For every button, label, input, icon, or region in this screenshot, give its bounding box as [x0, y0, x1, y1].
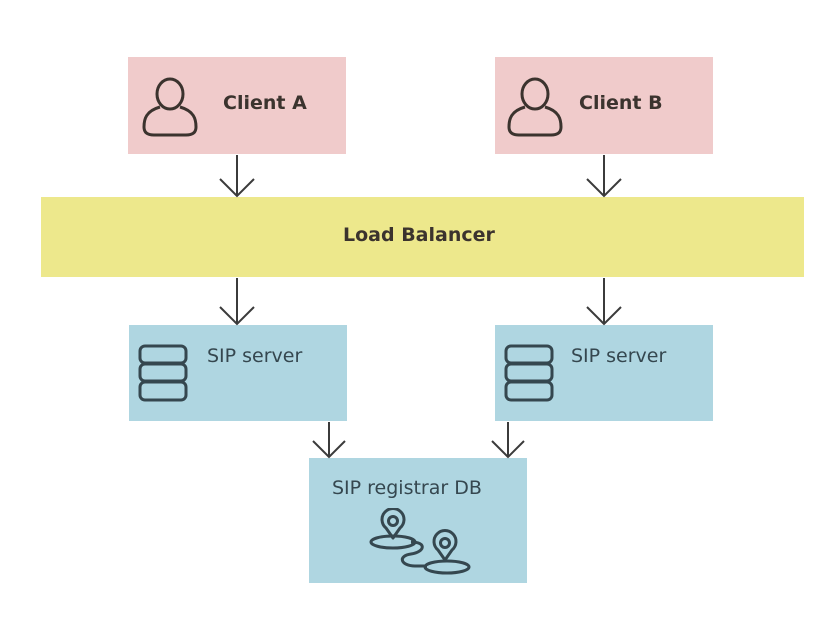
arrow-lb-to-sip-right — [586, 278, 622, 326]
arrow-sip-right-to-registrar — [491, 422, 525, 459]
sip-server-left-label: SIP server — [207, 345, 303, 367]
arrow-client-a-to-lb — [219, 155, 255, 198]
arrow-lb-to-sip-left — [219, 278, 255, 326]
sip-server-left-node: SIP server — [129, 325, 347, 421]
client-b-label: Client B — [579, 92, 663, 114]
arrow-client-b-to-lb — [586, 155, 622, 198]
client-a-node: Client A — [128, 57, 346, 154]
sip-server-right-label: SIP server — [571, 345, 667, 367]
client-a-label: Client A — [223, 92, 307, 114]
user-icon — [142, 77, 198, 137]
map-route-icon — [369, 508, 471, 575]
database-icon — [504, 344, 554, 402]
arrow-sip-left-to-registrar — [312, 422, 346, 459]
client-b-node: Client B — [495, 57, 713, 154]
load-balancer-label: Load Balancer — [343, 224, 495, 246]
sip-registrar-label: SIP registrar DB — [332, 477, 482, 499]
database-icon — [138, 344, 188, 402]
user-icon — [507, 77, 563, 137]
load-balancer-node: Load Balancer — [41, 197, 804, 277]
sip-registrar-node: SIP registrar DB — [309, 458, 527, 583]
sip-server-right-node: SIP server — [495, 325, 713, 421]
